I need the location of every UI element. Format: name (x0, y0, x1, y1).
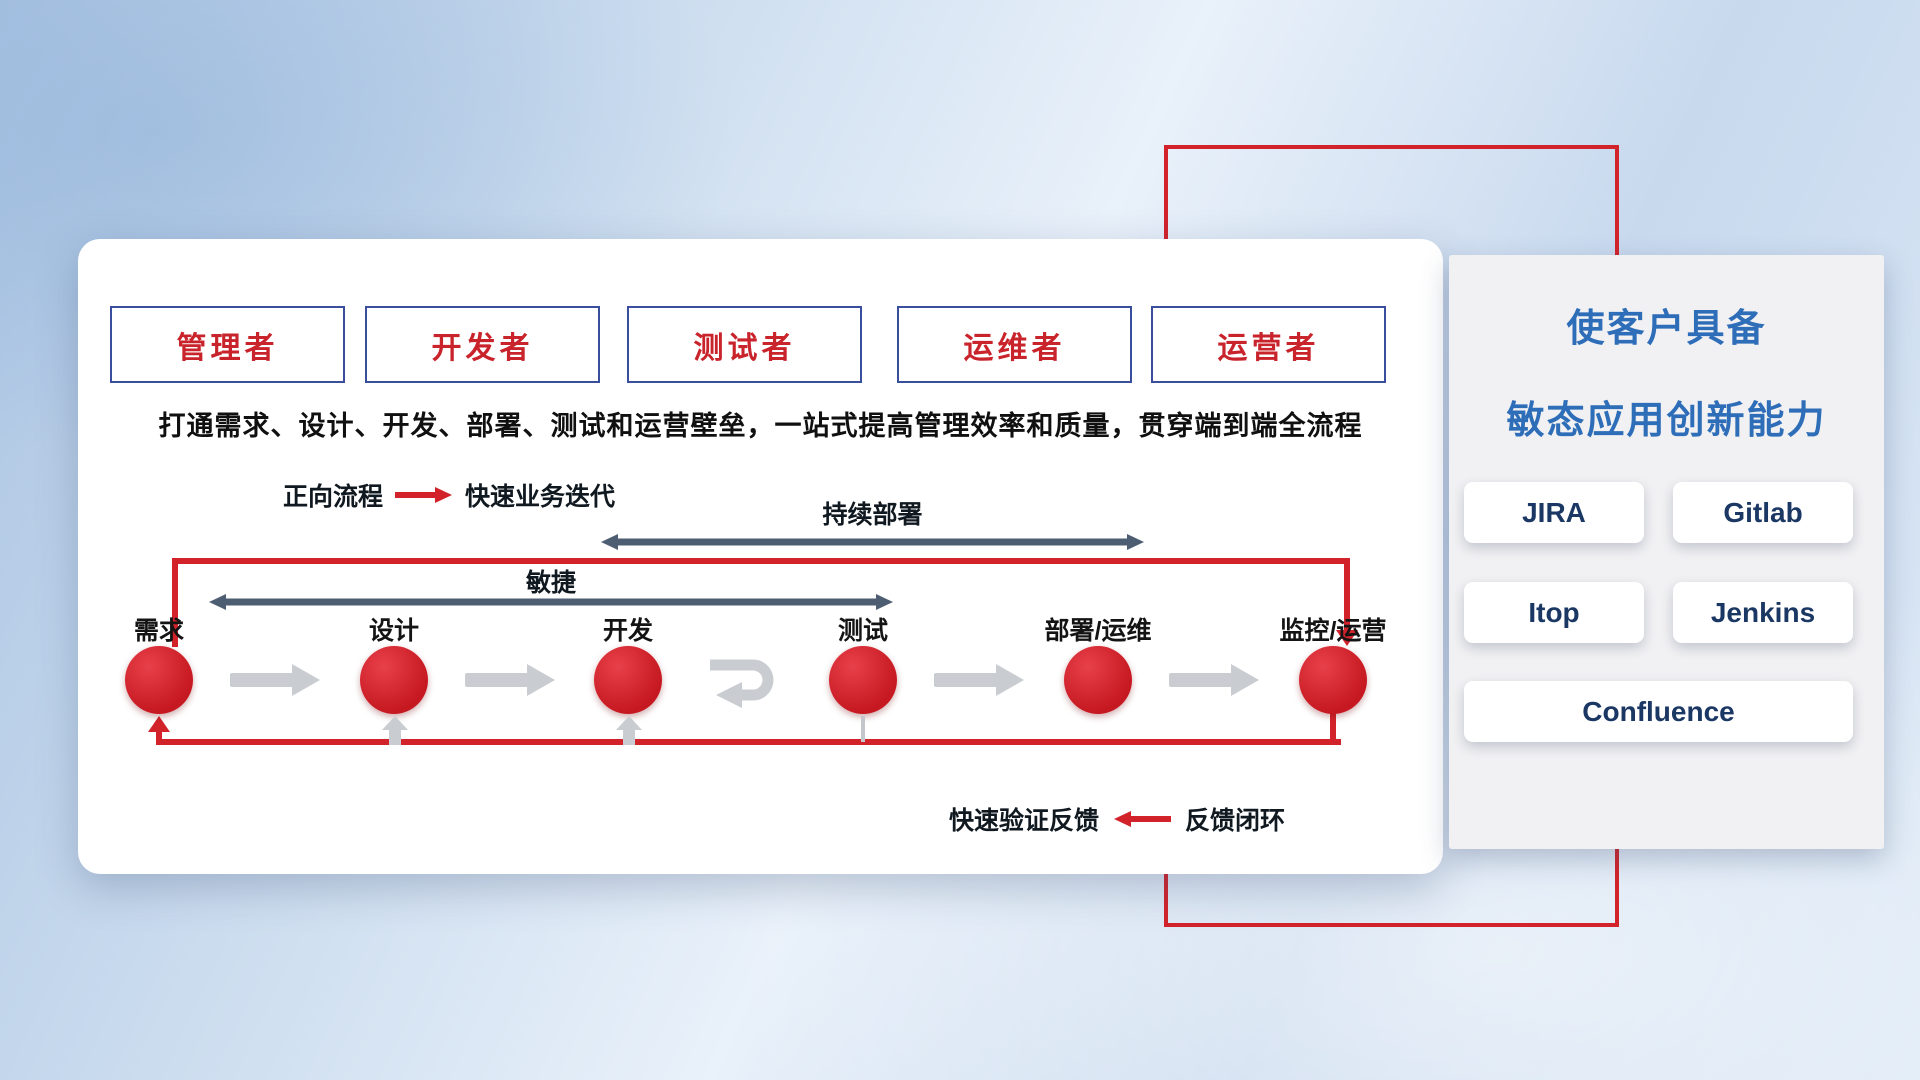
red-arrowhead-up-icon (148, 716, 170, 732)
iteration-loop-icon (710, 659, 774, 708)
tool-button-confluence: Confluence (1464, 681, 1853, 742)
role-box-ops: 运维者 (897, 306, 1132, 383)
stage-label-requirement: 需求 (133, 617, 184, 645)
role-box-manager: 管理者 (110, 306, 345, 383)
feedback-connector-line (861, 716, 865, 742)
red-feedback-line-right (1330, 713, 1336, 743)
agile-arrow (209, 594, 893, 610)
capability-title-line2: 敏态应用创新能力 (1506, 400, 1827, 442)
tool-button-gitlab: Gitlab (1673, 482, 1853, 543)
continuous-deploy-arrow (601, 534, 1144, 550)
panel-description: 打通需求、设计、开发、部署、测试和运营壁垒，一站式提高管理效率和质量，贯穿端到端… (158, 411, 1363, 441)
role-box-developer: 开发者 (365, 306, 600, 383)
stage-node-deploy-ops (1064, 646, 1132, 714)
red-arrowhead-down-icon (1336, 630, 1358, 646)
capability-panel: 使客户具备 敏态应用创新能力 JIRA Gitlab Itop Jenkins … (1449, 255, 1884, 849)
flow-arrow-icon (934, 664, 1026, 696)
role-label: 管理者 (176, 331, 279, 365)
role-box-operator: 运营者 (1151, 306, 1386, 383)
forward-legend-value: 快速业务迭代 (465, 483, 616, 511)
role-label: 运维者 (963, 331, 1066, 365)
red-forward-line-left (172, 558, 178, 647)
role-box-tester: 测试者 (627, 306, 862, 383)
red-left-arrow-icon (1114, 811, 1172, 827)
red-feedback-line-bottom (156, 739, 1341, 745)
role-label: 开发者 (431, 331, 534, 365)
red-forward-line-top (172, 558, 1350, 564)
feedback-up-arrow-icon (382, 716, 408, 745)
stage-node-test (829, 646, 897, 714)
feedback-up-arrow-icon (616, 716, 642, 745)
stage-node-requirement (125, 646, 193, 714)
role-label: 测试者 (693, 331, 796, 365)
flow-arrow-icon (230, 664, 322, 696)
red-feedback-line-left (156, 730, 162, 742)
tool-button-itop: Itop (1464, 582, 1644, 643)
feedback-legend-label: 反馈闭环 (1185, 807, 1286, 835)
capability-title-line1: 使客户具备 (1566, 308, 1767, 350)
flow-arrow-icon (465, 664, 557, 696)
role-label: 运营者 (1217, 331, 1320, 365)
stage-node-develop (594, 646, 662, 714)
stage-node-design (360, 646, 428, 714)
stage-label-design: 设计 (368, 617, 419, 645)
tool-button-jira: JIRA (1464, 482, 1644, 543)
red-forward-line-right (1344, 558, 1350, 632)
stage-label-develop: 开发 (602, 617, 653, 645)
feedback-legend-value: 快速验证反馈 (949, 807, 1100, 835)
red-right-arrow-icon (395, 487, 453, 503)
stage-label-deploy-ops: 部署/运维 (1044, 617, 1152, 645)
stage-label-test: 测试 (837, 617, 888, 645)
stage-label-monitor: 监控/运营 (1279, 617, 1387, 645)
forward-legend-label: 正向流程 (283, 483, 384, 511)
devops-flow-panel: 管理者 开发者 测试者 运维者 运营者 打通需求、设计、开发、部署、测试和运营壁… (78, 239, 1443, 874)
feedback-legend: 快速验证反馈 反馈闭环 (949, 801, 1285, 837)
stage-node-monitor (1299, 646, 1367, 714)
forward-legend: 正向流程 快速业务迭代 (283, 477, 615, 513)
tool-button-jenkins: Jenkins (1673, 582, 1853, 643)
agile-label: 敏捷 (525, 569, 576, 597)
continuous-deploy-label: 持续部署 (822, 501, 923, 529)
flow-arrow-icon (1169, 664, 1261, 696)
